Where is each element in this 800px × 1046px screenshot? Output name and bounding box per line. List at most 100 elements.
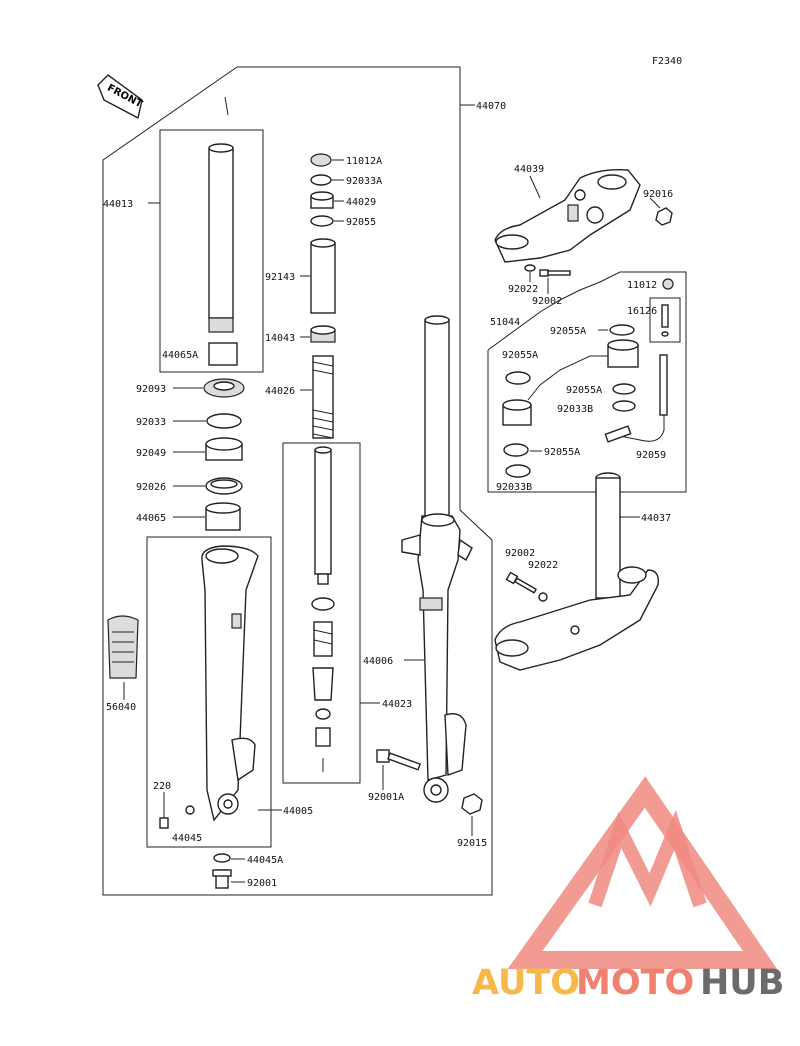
small-spring (315, 727, 331, 747)
nut-92015 (461, 793, 483, 815)
label-92093: 92093 (136, 384, 166, 395)
label-92033B-1: 92033B (557, 404, 593, 415)
valve-16126 (649, 297, 681, 343)
oring-92055 (310, 215, 334, 227)
label-92002-lower: 92002 (505, 548, 535, 559)
label-92033: 92033 (136, 417, 166, 428)
label-44005: 44005 (283, 806, 313, 817)
label-92055A-1: 92055A (550, 326, 586, 337)
oring-92033A (310, 174, 332, 186)
bleed-hose-92059 (604, 354, 668, 443)
screw-220 (159, 817, 169, 829)
washer-44045A (213, 853, 231, 863)
label-44023: 44023 (382, 699, 412, 710)
label-51044: 51044 (490, 317, 520, 328)
group-box-51044 (487, 271, 687, 493)
assembly-outline-44070 (102, 66, 493, 896)
inner-tube (208, 143, 234, 333)
reflector-56040 (107, 615, 139, 679)
label-92055A-4: 92055A (544, 447, 580, 458)
label-92002: 92002 (532, 296, 562, 307)
label-92022: 92022 (508, 284, 538, 295)
outer-tube-left (201, 545, 259, 822)
oil-lock-piece (312, 667, 334, 701)
label-44037: 44037 (641, 513, 671, 524)
oring-92055A-4 (503, 443, 529, 457)
washer-92022 (524, 264, 536, 272)
plug-44029 (310, 191, 334, 209)
label-44065A: 44065A (162, 350, 198, 361)
label-92033B-2: 92033B (496, 482, 532, 493)
spring-44026 (312, 355, 334, 439)
oring-92033B-2 (505, 464, 531, 478)
label-56040: 56040 (106, 702, 136, 713)
bushing-44065A (208, 342, 238, 366)
label-92001: 92001 (247, 878, 277, 889)
watermark-text-moto: MOTO (576, 963, 694, 1003)
oring-92055A-2 (505, 371, 531, 385)
spacer-92143 (310, 238, 336, 314)
ring-92026 (205, 477, 243, 495)
bolt-92001A (376, 749, 421, 771)
group-box-44023 (282, 442, 361, 784)
bolt-92002-lower (505, 571, 538, 594)
label-14043: 14043 (265, 333, 295, 344)
small-washer (315, 708, 331, 720)
front-badge: FRONT (97, 74, 144, 120)
label-44045: 44045 (172, 833, 202, 844)
label-44026: 44026 (265, 386, 295, 397)
cap-11012 (662, 278, 674, 290)
label-92055: 92055 (346, 217, 376, 228)
label-92055A-3: 92055A (566, 385, 602, 396)
label-92016: 92016 (643, 189, 673, 200)
label-11012A: 11012A (346, 156, 382, 167)
damper-rod (314, 446, 332, 585)
label-44006: 44006 (363, 656, 393, 667)
bolt-92001 (212, 869, 232, 889)
bushing-44065 (205, 502, 241, 531)
oil-seal-92093 (203, 378, 245, 398)
label-92143: 92143 (265, 272, 295, 283)
diagram-code: F2340 (652, 56, 682, 67)
bolt-92002 (539, 269, 571, 277)
direction-arrow (224, 96, 229, 116)
label-220: 220 (153, 781, 171, 792)
circlip-92033 (206, 413, 242, 429)
watermark-logo (507, 776, 778, 969)
label-92022-lower: 92022 (528, 560, 558, 571)
label-92033A: 92033A (346, 176, 382, 187)
watermark-text-hub: HUB (700, 963, 784, 1003)
label-92026: 92026 (136, 482, 166, 493)
label-44029: 44029 (346, 197, 376, 208)
cap-11012A (310, 153, 332, 167)
ring-damper (311, 597, 335, 611)
nut-92016 (655, 207, 673, 226)
oring-92033B-1 (612, 400, 636, 412)
washer-44045 (185, 805, 195, 815)
label-11012: 11012 (627, 280, 657, 291)
washer-92022-lower (538, 592, 548, 602)
group-box-44005 (146, 536, 272, 848)
oring-92055A-1 (609, 324, 635, 336)
label-92055A-2: 92055A (502, 350, 538, 361)
label-44045A: 44045A (247, 855, 283, 866)
steering-stem-44037 (494, 472, 659, 671)
label-44013: 44013 (103, 199, 133, 210)
label-92049: 92049 (136, 448, 166, 459)
fitting-upper (527, 339, 639, 401)
label-92015: 92015 (457, 838, 487, 849)
label-44039: 44039 (514, 164, 544, 175)
upper-bracket-44039 (494, 168, 641, 263)
label-16126: 16126 (627, 306, 657, 317)
collar-14043 (310, 325, 336, 343)
rebound-spring (313, 621, 333, 657)
washer-92049 (205, 437, 243, 461)
label-44065: 44065 (136, 513, 166, 524)
group-box-44013 (159, 129, 264, 373)
watermark-text-auto: AUTO (472, 963, 580, 1003)
fitting-lower (502, 399, 532, 426)
label-44070: 44070 (476, 101, 506, 112)
label-92059: 92059 (636, 450, 666, 461)
oring-92055A-3 (612, 383, 636, 395)
